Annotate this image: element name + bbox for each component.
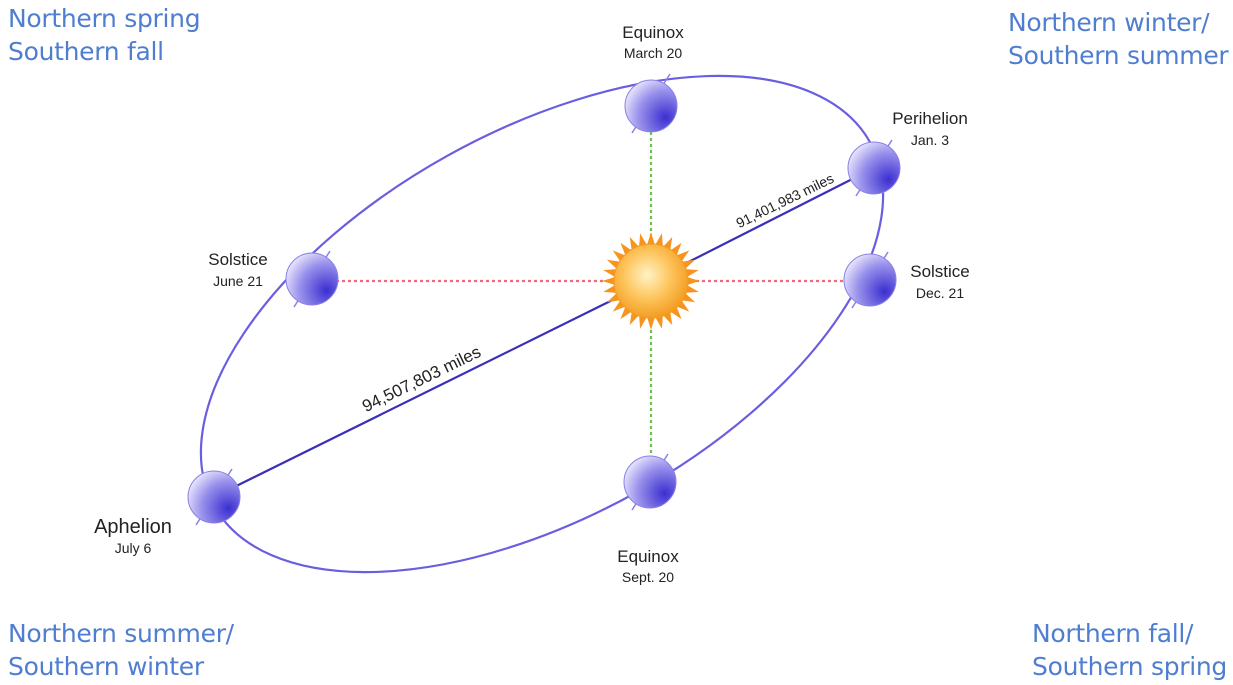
earth-icon [624,456,676,508]
solstice-june-title: Solstice [208,250,268,269]
earth-equinox-september [624,454,676,510]
solstice-december-title: Solstice [910,262,970,281]
equinox-september-date: Sept. 20 [622,569,674,585]
solstice-june-date: June 21 [213,273,263,289]
earth-perihelion [848,140,900,196]
earth-icon [844,254,896,306]
aphelion-distance-line [214,281,651,497]
earth-icon [286,253,338,305]
perihelion-title: Perihelion [892,109,968,128]
equinox-march-date: March 20 [624,45,683,61]
earth-solstice-june [286,251,338,307]
perihelion-date: Jan. 3 [911,132,949,148]
earth-icon [188,471,240,523]
sun [602,232,700,330]
sun-core [614,244,688,318]
equinox-september-title: Equinox [617,547,679,566]
solstice-december-date: Dec. 21 [916,285,964,301]
aphelion-title: Aphelion [94,516,172,538]
earth-equinox-march [625,74,677,133]
earth-solstice-december [844,252,896,308]
aphelion-distance-label: 94,507,803 miles [359,342,484,416]
earth-icon [625,80,677,132]
earth-aphelion [188,469,240,525]
equinox-march-title: Equinox [622,23,684,42]
earth-icon [848,142,900,194]
orbit-ellipse [120,0,963,675]
perihelion-distance-label: 91,401,983 miles [733,170,836,231]
aphelion-date: July 6 [115,540,152,556]
